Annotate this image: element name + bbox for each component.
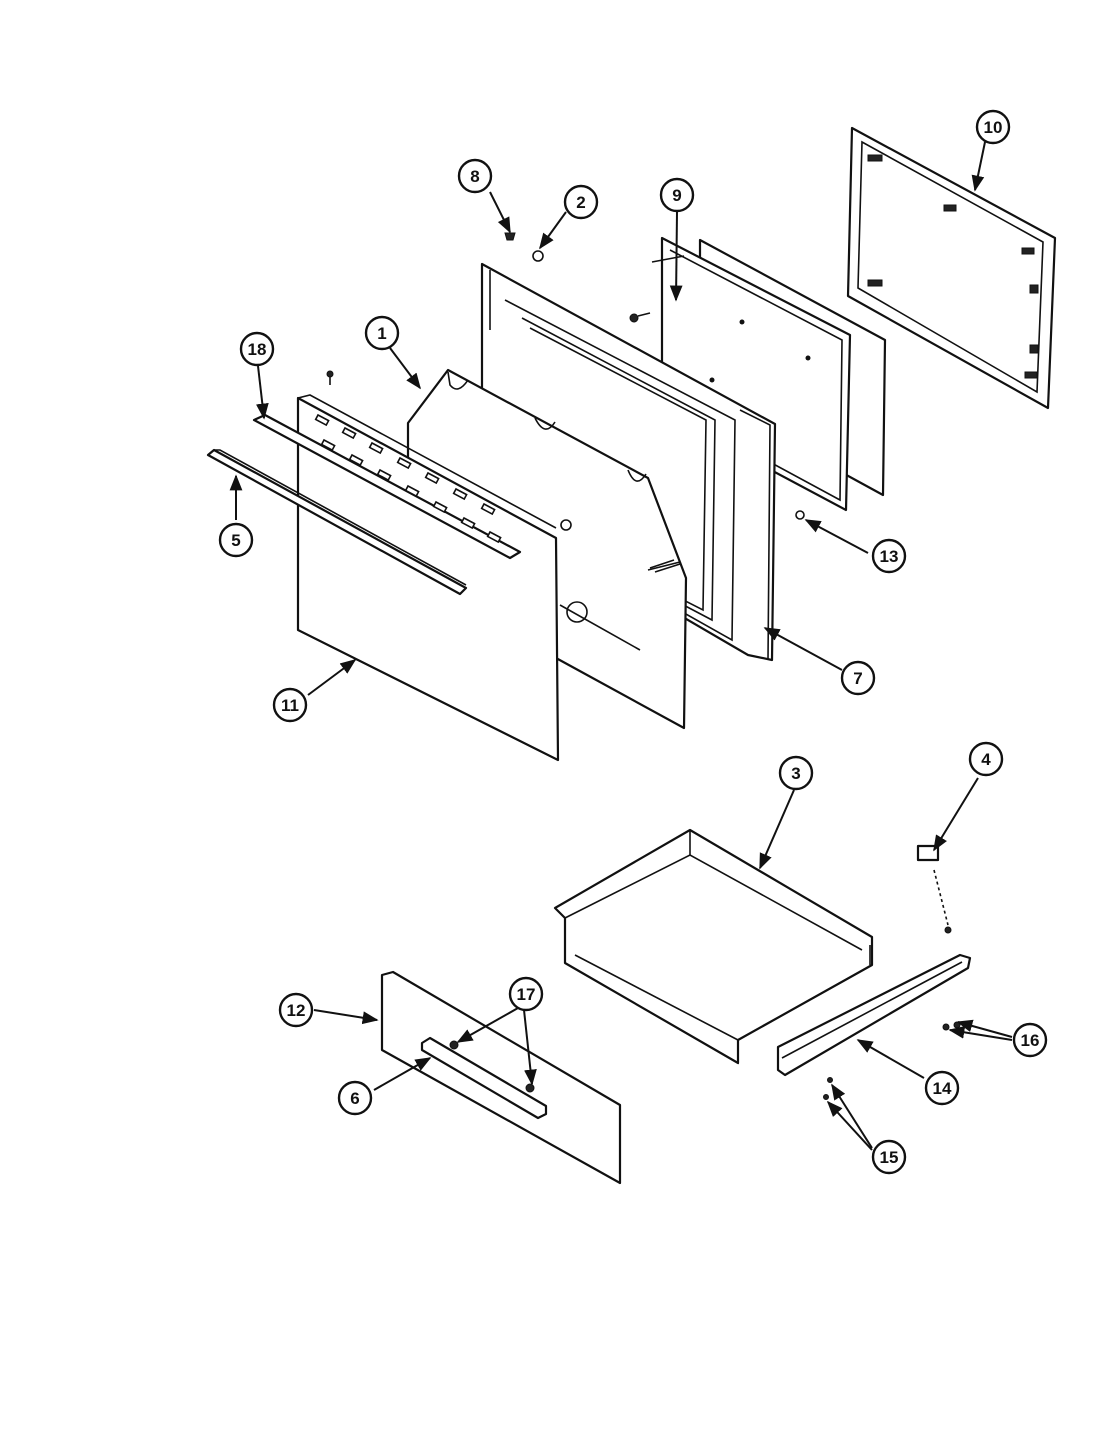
- slide-clip: [916, 844, 952, 934]
- callout-8-label: 8: [470, 167, 479, 186]
- door-gasket-frame: [846, 126, 1057, 410]
- door-handle-bar: [206, 448, 468, 596]
- drawer-front-panel: [380, 970, 622, 1185]
- callout-14-label: 14: [933, 1079, 952, 1098]
- callout-7-label: 7: [853, 669, 862, 688]
- callout-13: 13: [871, 538, 907, 574]
- callout-2: 2: [563, 184, 599, 220]
- callout-5-label: 5: [231, 531, 240, 550]
- callout-12-label: 12: [287, 1001, 306, 1020]
- callout-2-label: 2: [576, 193, 585, 212]
- callout-4: 4: [968, 741, 1004, 777]
- callout-4-label: 4: [981, 750, 991, 769]
- callout-15: 15: [871, 1139, 907, 1175]
- callout-18: 18: [239, 331, 275, 367]
- callout-8: 8: [457, 158, 493, 194]
- vent-slots: [314, 413, 502, 544]
- callout-14: 14: [924, 1070, 960, 1106]
- callout-7: 7: [840, 660, 876, 696]
- callout-16-label: 16: [1021, 1031, 1040, 1050]
- callout-17-label: 17: [517, 985, 536, 1004]
- callout-9: 9: [659, 177, 695, 213]
- callout-17: 17: [508, 976, 544, 1012]
- callout-15-label: 15: [880, 1148, 899, 1167]
- inner-door-panel: [660, 236, 887, 512]
- hardware-screws: [326, 232, 805, 573]
- callout-12: 12: [278, 992, 314, 1028]
- callout-6: 6: [337, 1080, 373, 1116]
- callout-6-label: 6: [350, 1089, 359, 1108]
- callout-18-label: 18: [248, 340, 267, 359]
- outer-door-panel: [296, 394, 560, 762]
- callout-11-label: 11: [281, 696, 299, 715]
- callout-10-label: 10: [984, 118, 1003, 137]
- callout-16: 16: [1012, 1022, 1048, 1058]
- leader-lines: [229, 141, 1013, 1151]
- callout-10: 10: [975, 109, 1011, 145]
- callout-1-label: 1: [377, 324, 386, 343]
- callout-11: 11: [272, 687, 308, 723]
- callout-5: 5: [218, 522, 254, 558]
- callout-9-label: 9: [672, 186, 681, 205]
- callout-3: 3: [778, 755, 814, 791]
- drawer-slide-rail: [776, 953, 972, 1077]
- callout-3-label: 3: [791, 764, 800, 783]
- drawer-handle: [420, 1036, 548, 1120]
- callout-1: 1: [364, 315, 400, 351]
- callout-13-label: 13: [880, 547, 899, 566]
- storage-drawer: [553, 828, 874, 1065]
